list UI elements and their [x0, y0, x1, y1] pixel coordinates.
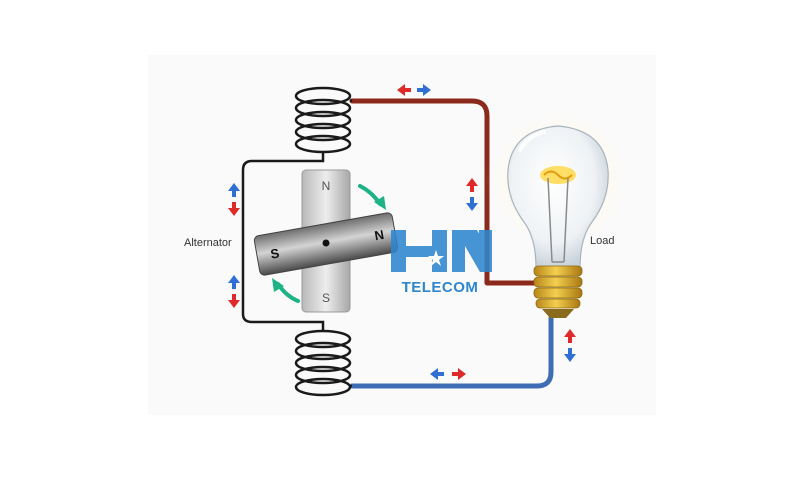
arrow-down-blue-icon — [466, 197, 478, 211]
current-arrows-left-upper — [228, 183, 240, 216]
alternator-label: Alternator — [184, 237, 232, 249]
rotation-arrowhead-top — [374, 196, 386, 210]
bulb-base-tip — [542, 309, 574, 318]
current-arrows-bottom-wire — [430, 368, 466, 380]
arrow-left-red-icon — [397, 84, 411, 96]
bottom-coil-icon — [294, 320, 352, 397]
light-bulb-icon — [486, 108, 630, 318]
top-wire — [349, 98, 538, 286]
current-arrows-top-wire — [397, 84, 431, 96]
stator-bottom-pole: S — [322, 291, 330, 305]
bulb-base-ring — [533, 265, 583, 277]
rotation-arrowhead-bottom — [272, 278, 284, 292]
bottom-wire — [349, 315, 554, 389]
arrow-up-red-icon — [564, 329, 576, 343]
bulb-base-ring — [533, 287, 583, 299]
bulb-base-ring — [535, 298, 581, 309]
watermark-text: TELECOM — [401, 279, 479, 296]
arrow-down-red-icon — [228, 294, 240, 308]
current-arrows-top-wire-vertical — [466, 178, 478, 211]
arrow-right-blue-icon — [417, 84, 431, 96]
rotor-pole-right: N — [373, 227, 385, 243]
current-arrows-left-lower — [228, 275, 240, 308]
load-label: Load — [590, 235, 615, 247]
alternator-loop-wire — [241, 159, 305, 324]
arrow-down-red-icon — [228, 202, 240, 216]
arrow-down-blue-icon — [564, 348, 576, 362]
bulb-base-ring — [533, 276, 583, 288]
arrow-right-red-icon — [452, 368, 466, 380]
bulb-glass — [507, 125, 609, 269]
arrow-up-blue-icon — [228, 183, 240, 197]
arrow-up-red-icon — [466, 178, 478, 192]
stator-top-pole: N — [322, 179, 331, 193]
top-coil-icon — [294, 86, 353, 163]
rotor-pole-left: S — [269, 245, 280, 261]
arrow-up-blue-icon — [228, 275, 240, 289]
rotor-axle — [322, 239, 330, 247]
hn-telecom-logo-icon — [391, 230, 492, 272]
arrow-left-blue-icon — [430, 368, 444, 380]
current-arrows-bottom-wire-vertical — [564, 329, 576, 362]
